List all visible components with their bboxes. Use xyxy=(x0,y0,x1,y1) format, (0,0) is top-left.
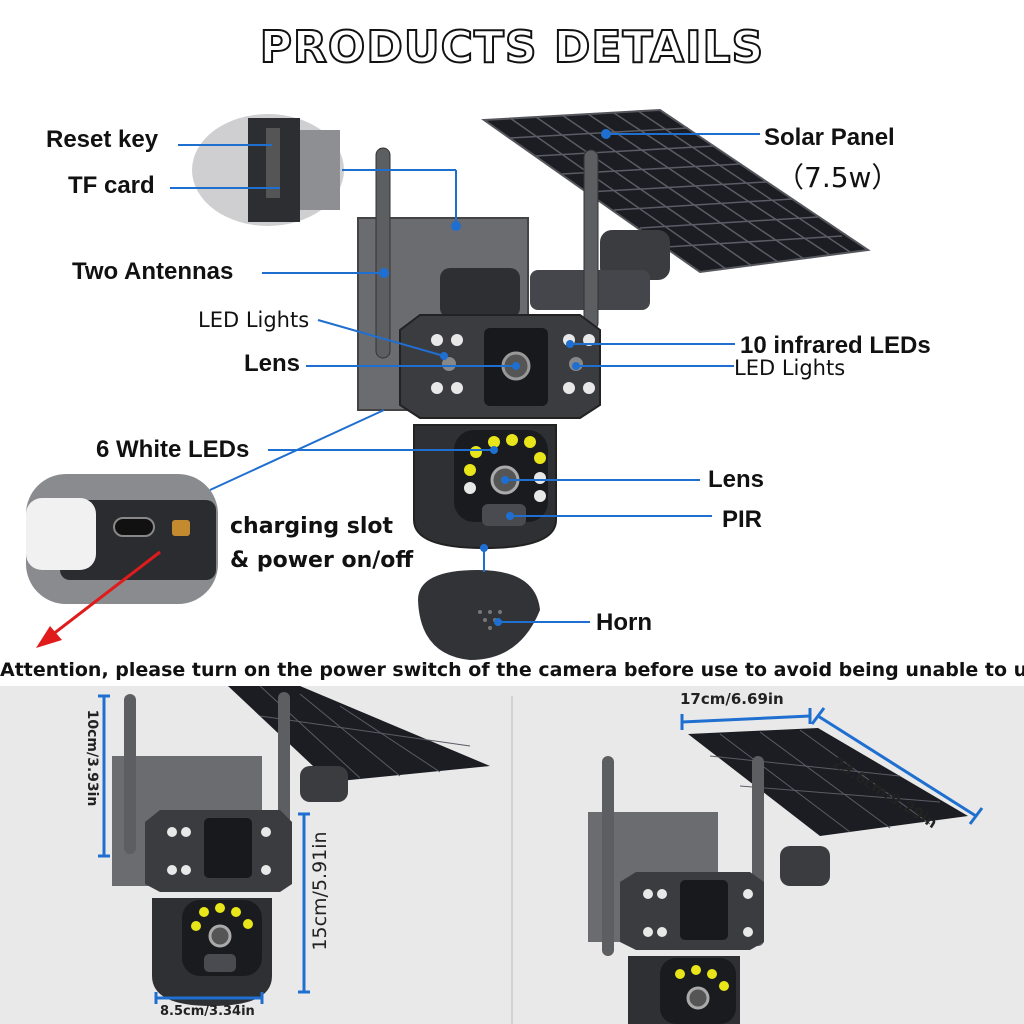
product-illustration xyxy=(26,108,871,660)
label-horn: Horn xyxy=(596,609,652,636)
label-solar-panel: Solar Panel xyxy=(764,124,895,151)
dim-height-body: 15cm/5.91in xyxy=(309,831,331,951)
attention-notice: Attention, please turn on the power swit… xyxy=(0,659,1024,681)
label-two-antennas: Two Antennas xyxy=(72,258,234,285)
page-title: PRODUCTS DETAILS xyxy=(259,21,765,74)
dim-height-top: 10cm/3.93in xyxy=(84,709,100,807)
label-reset-key: Reset key xyxy=(46,126,159,153)
label-pir: PIR xyxy=(722,506,763,533)
dim-panel-width: 17cm/6.69in xyxy=(680,690,784,708)
label-infrared-leds: 10 infrared LEDs xyxy=(740,332,931,359)
label-led-lights-right: LED Lights xyxy=(734,356,846,380)
dimension-illustration xyxy=(98,686,984,1024)
label-tf-card: TF card xyxy=(68,172,155,199)
label-lens-left: Lens xyxy=(244,350,301,377)
label-lens-right: Lens xyxy=(708,466,765,493)
label-solar-power: （7.5w） xyxy=(776,161,900,194)
label-white-leds: 6 White LEDs xyxy=(96,436,250,463)
dim-width-base: 8.5cm/3.34in xyxy=(160,1004,255,1019)
label-charging-slot: charging slot xyxy=(230,514,394,539)
label-power-switch: & power on/off xyxy=(230,548,414,573)
label-led-lights-left: LED Lights xyxy=(198,308,310,332)
